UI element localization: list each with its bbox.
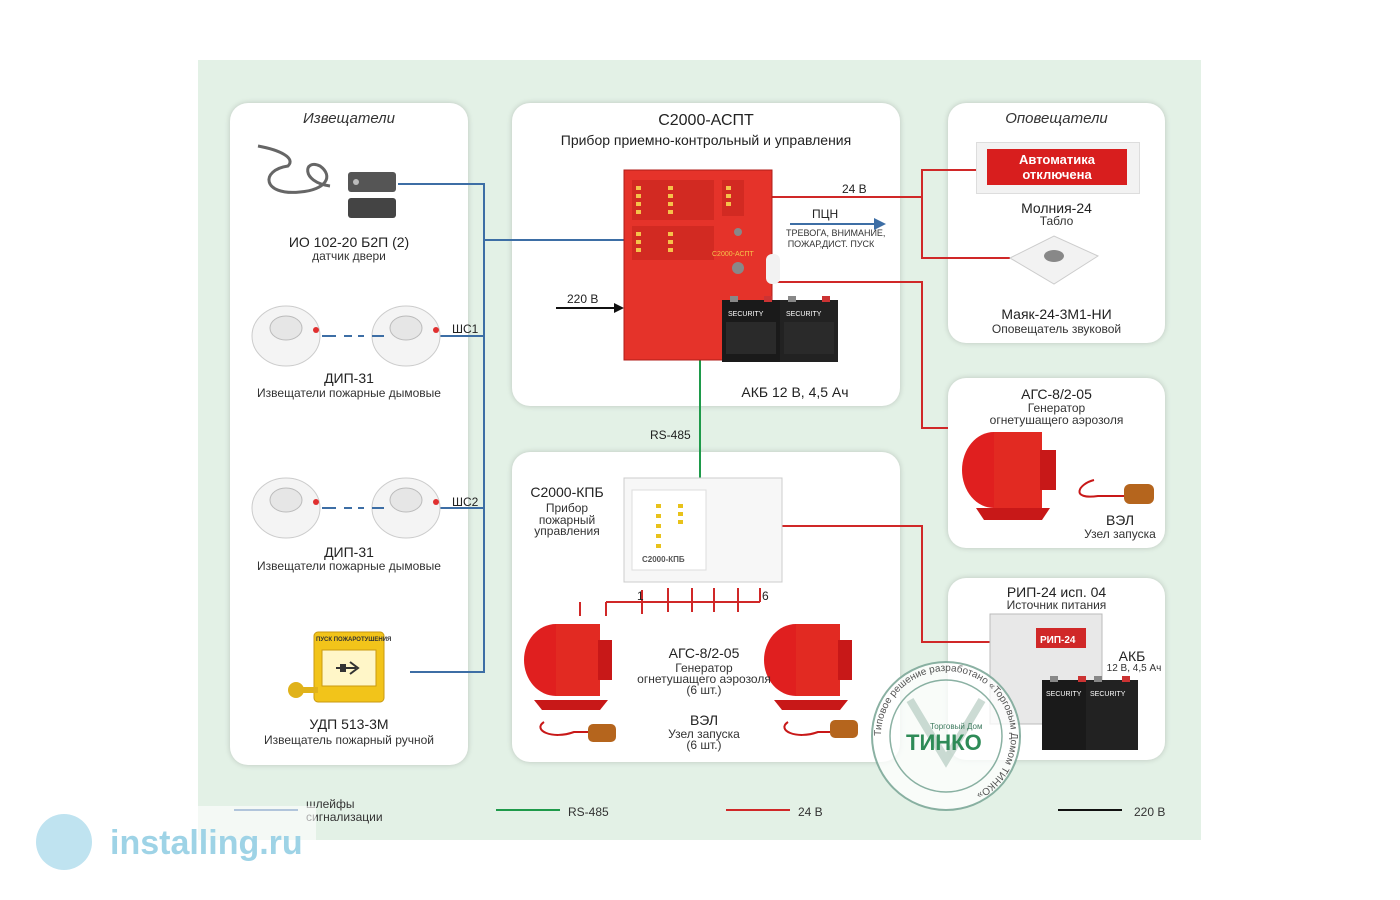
ags-side-name: АГС-8/2-05 (1021, 386, 1092, 402)
aerosol-generator-icon (764, 624, 852, 710)
launch-node-icon (783, 720, 858, 738)
manual-name: УДП 513-3М (309, 716, 389, 732)
battery-icon (722, 296, 780, 362)
smoke-detector-icon (371, 305, 441, 367)
rip-name: РИП-24 исп. 04 (1006, 584, 1107, 600)
aspt-battery-label: АКБ 12 В, 4,5 Ач (741, 384, 849, 400)
watermark: installing.ru (22, 806, 316, 876)
controller-title: С2000-АСПТ (658, 112, 754, 129)
legend-220v-label: 220 В (1134, 805, 1166, 819)
tinko-stamp-icon: Типовое решение разработано «Торговым До… (871, 661, 1021, 811)
battery-icon (1086, 676, 1138, 750)
aerosol-generator-icon (524, 624, 612, 710)
rip-battery-desc: 12 В, 4,5 Ач (1106, 663, 1162, 674)
ags-main-name: АГС-8/2-05 (668, 645, 740, 661)
door-sensor-name: ИО 102-20 Б2П (2) (288, 234, 410, 250)
stamp-brand: ТИНКО (906, 730, 982, 755)
stamp-brand-small: Торговый Дом (930, 722, 983, 731)
detectors-title: Извещатели (303, 110, 395, 127)
battery-brand: SECURITY (1090, 691, 1126, 698)
tablo-line-1: Автоматика (1019, 152, 1095, 167)
loop-wires (398, 183, 625, 673)
kpb-output-first: 1 (637, 589, 644, 603)
tablo-line-2: отключена (1022, 167, 1092, 182)
ags-side-desc-2: огнетушащего аэрозоля (989, 413, 1124, 427)
signal-pcn-desc-2: ПОЖАР,ДИСТ. ПУСК (787, 239, 875, 249)
kpb-desc-3: управления (534, 524, 600, 538)
kpb-face-label: С2000-КПБ (642, 555, 685, 564)
manual-call-point-icon (288, 631, 385, 703)
signal-pcn-label: ПЦН (812, 207, 839, 221)
ags-main-count: (6 шт.) (686, 683, 722, 697)
launch-node-icon (539, 721, 616, 742)
door-sensor-desc: датчик двери (312, 249, 386, 263)
battery-brand: SECURITY (1046, 691, 1082, 698)
ags-main-desc-2: огнетушащего аэрозоля (637, 672, 771, 686)
door-sensor-icon (257, 144, 396, 218)
rip-battery-name: АКБ (1118, 648, 1146, 664)
smoke-detector-icon (251, 305, 321, 367)
vel-side-desc: Узел запуска (1084, 527, 1156, 541)
siren-name: Маяк-24-3М1-НИ (1001, 306, 1112, 322)
power-24v-wires (579, 169, 1010, 643)
watermark-logo-icon (36, 814, 92, 870)
battery-icon (1042, 676, 1094, 750)
legend-24v-label: 24 В (798, 805, 823, 819)
watermark-text: installing.ru (110, 824, 303, 862)
kpb-name: С2000-КПБ (530, 484, 604, 500)
vel-main-count: (6 шт.) (686, 738, 722, 752)
kpb-controller-icon (623, 477, 783, 583)
rip-desc: Источник питания (1006, 598, 1107, 612)
legend-loops-line-2: сигнализации (306, 810, 383, 824)
battery-icon (780, 296, 838, 362)
tablo-display: Автоматика отключена (976, 142, 1140, 194)
vel-main-name: ВЭЛ (689, 712, 719, 728)
battery-brand: SECURITY (728, 311, 764, 318)
manual-face-label: ПУСК ПОЖАРОТУШЕНИЯ (316, 637, 392, 643)
smoke-1-name: ДИП-31 (324, 370, 374, 386)
kpb-desc-2: пожарный (538, 513, 596, 527)
loop-1-label: ШС1 (452, 322, 479, 336)
legend-rs485-label: RS-485 (568, 805, 609, 819)
rs485-label: RS-485 (650, 428, 691, 442)
tablo-screen: Автоматика отключена (987, 149, 1127, 185)
rip-face-label: РИП-24 (1040, 635, 1076, 646)
ags-side-desc-1: Генератор (1027, 401, 1086, 415)
signal-pcn-desc-1: ТРЕВОГА, ВНИМАНИЕ, (786, 228, 886, 238)
tablo-desc: Табло (1039, 214, 1074, 228)
aerosol-generator-icon (962, 432, 1056, 520)
vel-main-desc: Узел запуска (668, 727, 740, 741)
kpb-output-last: 6 (762, 589, 769, 603)
smoke-1-desc: Извещатели пожарные дымовые (257, 386, 441, 400)
manual-desc: Извещатель пожарный ручной (263, 733, 435, 747)
signal-24v-label: 24 В (842, 182, 867, 196)
kpb-desc-1: Прибор (545, 501, 589, 515)
smoke-2-desc: Извещатели пожарные дымовые (257, 559, 441, 573)
smoke-detector-icon (371, 477, 441, 539)
pcn-arrow (790, 218, 886, 230)
signal-220v-label: 220 В (567, 292, 599, 306)
vel-side-name: ВЭЛ (1105, 512, 1135, 528)
siren-desc: Оповещатель звуковой (991, 322, 1122, 336)
aspt-face-label: С2000-АСПТ (712, 251, 755, 258)
loop-2-label: ШС2 (452, 495, 479, 509)
ags-main-desc-1: Генератор (675, 661, 733, 675)
launch-node-icon (1078, 479, 1154, 504)
controller-subtitle: Прибор приемно-контрольный и управления (560, 132, 852, 148)
smoke-detector-icon (251, 477, 321, 539)
legend-loops-line-1: шлейфы (306, 797, 355, 811)
power-220v-arrow (556, 303, 624, 313)
notifiers-title: Оповещатели (1005, 110, 1108, 127)
battery-brand: SECURITY (786, 311, 822, 318)
tablo-name: Молния-24 (1021, 200, 1092, 216)
smoke-2-name: ДИП-31 (324, 544, 374, 560)
sound-siren-icon (1008, 235, 1100, 285)
